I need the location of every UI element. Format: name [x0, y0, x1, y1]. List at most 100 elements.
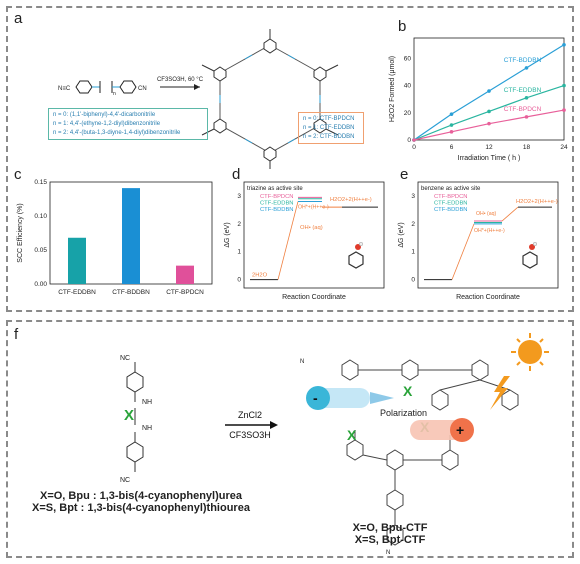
- chart-b-point: [487, 89, 491, 93]
- chart-e-title: benzene as active site: [421, 186, 481, 192]
- chart-d-ytick: 2: [237, 221, 241, 228]
- chart-b-axes-box: [413, 37, 565, 141]
- chart-b-ytick: 40: [404, 83, 412, 90]
- chart-b-point: [562, 108, 566, 112]
- product-n2: n = 2: CTF-BDDBN: [303, 134, 355, 140]
- chart-b-point: [524, 115, 529, 119]
- chart-d-ylabel: ΔG (eV): [224, 222, 231, 247]
- chart-c-xtick: CTF-BDDBN: [112, 289, 150, 296]
- chart-c-ytick: 0.05: [34, 247, 47, 254]
- chart-b-xtick: 0: [412, 144, 416, 151]
- chart-e-legend-1: CTF-EDDBN: [434, 201, 468, 207]
- chart-d-ytick: 3: [237, 193, 241, 200]
- polarization-label: Polarization: [380, 408, 427, 418]
- panel-label-c: c: [14, 166, 22, 183]
- chart-b-xtick: 18: [523, 144, 531, 151]
- chart-e-ann-0: OH• (aq): [476, 211, 497, 217]
- figure-frame-bottom: [6, 320, 574, 558]
- chart-c-bar-0: [68, 237, 86, 284]
- chart-b-point: [449, 112, 454, 116]
- panel-a-scheme: N≡C n CN CF3SO3H, 60 °C: [58, 29, 339, 169]
- chart-b-xlabel: Irradiation Time ( h ): [458, 155, 521, 162]
- monomer-n0: n = 0: (1,1'-biphenyl)-4,4'-dicarbonitri…: [53, 112, 156, 118]
- chart-b-point: [487, 121, 491, 126]
- svg-text:NH: NH: [142, 425, 152, 432]
- svg-text:CN: CN: [138, 86, 147, 92]
- chart-b-series-label-0: CTF-BDDBN: [504, 57, 542, 64]
- panel-label-b: b: [398, 18, 407, 35]
- chart-b-point: [524, 66, 529, 70]
- chart-b-ytick: 0: [407, 137, 411, 144]
- chart-e-legend-2: CTF-BDDBN: [434, 207, 468, 213]
- chart-e-ann-2: H2O2+2(H++e-): [516, 199, 558, 205]
- chart-e-ytick: 0: [411, 277, 415, 284]
- chart-d-ytick: 0: [237, 277, 241, 284]
- x-marker-monomer: X: [124, 407, 134, 424]
- chart-e-ann-1: OH*+(H++e-): [474, 228, 505, 234]
- bpu-ctf-network: [341, 359, 519, 546]
- svg-text:N: N: [300, 359, 304, 365]
- panel-f-scheme: NC NH NH NC X N N X X: [120, 333, 549, 556]
- chart-e-ytick: 3: [411, 193, 415, 200]
- panel-label-f: f: [14, 326, 19, 343]
- chart-b-ylabel: H2O2 Formed (μmol): [389, 56, 396, 122]
- chart-d-legend-1: CTF-EDDBN: [260, 201, 294, 207]
- chart-d-active-site-molecule-icon: [348, 241, 364, 269]
- sun-icon: [490, 333, 549, 410]
- chart-d-axes-box: [243, 181, 385, 289]
- chart-c-ytick: 0.10: [34, 213, 47, 220]
- chart-d-connector: [277, 201, 299, 280]
- chart-d-ann-2: OH• (aq): [300, 225, 323, 231]
- reagent-zncl2: ZnCl2: [238, 410, 262, 420]
- ctf-hexagonal-framework: [201, 29, 339, 169]
- chart-c-xtick: CTF-EDDBN: [58, 289, 96, 296]
- chart-c-bar-2: [176, 265, 194, 284]
- chart-b-series-label-2: CTF-BPDCN: [504, 106, 542, 113]
- chart-e-ytick: 1: [411, 249, 415, 256]
- chart-b-point: [524, 96, 529, 100]
- chart-d-ann-0: 2H2O: [252, 273, 268, 279]
- chart-d-legend-0: CTF-BPDCN: [260, 194, 294, 200]
- chart-c-xtick: CTF-BPDCN: [166, 289, 204, 296]
- chart-b-point: [449, 130, 454, 134]
- svg-text:N≡C: N≡C: [58, 86, 71, 92]
- chart-b-series-label-1: CTF-EDDBN: [504, 87, 542, 94]
- svg-text:NH: NH: [142, 399, 152, 406]
- chart-b-xtick: 12: [485, 144, 493, 151]
- panel-label-d: d: [232, 166, 241, 183]
- figure-frame-top: [6, 6, 574, 312]
- chart-e-connector-2: [501, 206, 519, 222]
- x-marker-top: X: [403, 383, 413, 399]
- chart-c-ytick: 0.00: [34, 281, 47, 288]
- polarization-indicator: - +: [306, 386, 474, 442]
- x-marker-bottom: X: [347, 427, 357, 443]
- reaction-conditions-a: CF3SO3H, 60 °C: [157, 77, 204, 83]
- chart-b-xtick: 6: [450, 144, 454, 151]
- chart-b-ytick: 60: [404, 55, 412, 62]
- urea-monomer-structure: NC NH NH NC: [120, 355, 152, 484]
- chart-b-point: [487, 109, 491, 114]
- product-caption: X=O, Bpu-CTF X=S, Bpt-CTF: [352, 522, 428, 546]
- chart-c-bar-1: [122, 188, 140, 284]
- product-legend-box: n = 0: CTF-BPDCN n = 1: CTF-EDDBN n = 2:…: [298, 112, 364, 144]
- chart-b-point: [562, 43, 566, 47]
- monomer-caption: X=O, Bpu : 1,3-bis(4-cyanophenyl)urea X=…: [32, 490, 250, 514]
- chart-e-active-site-molecule-icon: [522, 241, 538, 269]
- product-n0: n = 0: CTF-BPDCN: [303, 116, 355, 122]
- chart-b-ytick: 20: [404, 110, 412, 117]
- chart-e-axes-box: [417, 181, 559, 289]
- panel-label-e: e: [400, 166, 409, 183]
- chart-d-xlabel: Reaction Coordinate: [282, 294, 346, 301]
- chart-d-ann-1: OH*+(H++e-): [298, 205, 329, 211]
- chart-d-ytick: 1: [237, 249, 241, 256]
- chart-c-ylabel: SCC Efficiency (%): [17, 203, 24, 262]
- chart-d-legend-2: CTF-BDDBN: [260, 207, 294, 213]
- chart-e-ylabel: ΔG (eV): [398, 222, 405, 247]
- product-n1: n = 1: CTF-EDDBN: [303, 125, 355, 131]
- chart-b-point: [412, 138, 416, 142]
- monomer-n2: n = 2: 4,4'-(buta-1,3-diyne-1,4-diyl)dib…: [53, 130, 181, 136]
